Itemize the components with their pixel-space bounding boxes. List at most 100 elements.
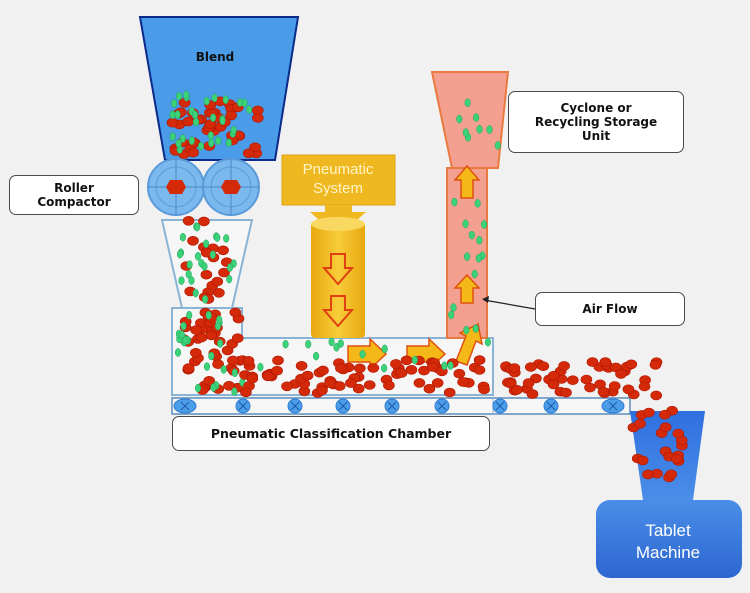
- granule: [211, 276, 224, 287]
- fine-particle: [208, 351, 215, 361]
- granule: [547, 379, 560, 390]
- fine-particle: [207, 131, 214, 140]
- granule: [240, 387, 252, 398]
- granule: [203, 375, 215, 386]
- roller-cross: [495, 401, 505, 411]
- roller-cross: [338, 401, 348, 411]
- granule: [223, 380, 235, 391]
- fine-particle: [192, 117, 200, 127]
- up-arrow-icon: [453, 273, 481, 304]
- fine-particle: [183, 90, 190, 100]
- granule: [473, 365, 486, 375]
- fine-particle: [257, 362, 264, 372]
- granule: [547, 370, 560, 381]
- granule: [584, 382, 596, 393]
- fine-particle: [472, 324, 479, 333]
- granule: [227, 355, 239, 366]
- granule: [205, 330, 218, 341]
- fine-particle: [203, 239, 210, 249]
- blend-label: Blend: [195, 50, 235, 64]
- granule: [316, 385, 328, 396]
- fine-particle: [194, 252, 202, 261]
- granule: [413, 378, 426, 388]
- fine-particle: [203, 362, 211, 371]
- fine-particle: [328, 337, 335, 347]
- label-line: Machine: [635, 543, 701, 562]
- granule: [187, 236, 199, 246]
- fine-particle: [188, 136, 195, 145]
- granule: [443, 387, 456, 398]
- granule: [597, 386, 610, 397]
- fine-particle: [211, 93, 218, 103]
- fine-particle: [197, 141, 205, 151]
- down-arrow-icon: [321, 295, 355, 328]
- granule: [166, 117, 179, 128]
- granule: [636, 455, 649, 466]
- granule: [182, 216, 195, 226]
- label-line: System: [312, 180, 363, 197]
- fine-particle: [468, 230, 475, 240]
- granule: [473, 355, 486, 365]
- granule: [182, 363, 195, 373]
- granule: [229, 307, 242, 318]
- granule: [526, 389, 539, 399]
- fine-particle: [381, 344, 388, 354]
- fine-particle: [178, 276, 185, 285]
- fine-particle: [222, 95, 229, 104]
- fine-particle: [471, 269, 478, 279]
- fine-particle: [231, 387, 238, 396]
- fine-particle: [202, 295, 209, 304]
- fine-particle: [188, 276, 195, 285]
- granule: [634, 418, 646, 429]
- fine-particle: [411, 355, 418, 365]
- air-flow-label: Air Flow: [535, 292, 685, 326]
- fine-particle: [209, 250, 216, 259]
- granule: [367, 363, 380, 373]
- granule: [190, 347, 202, 358]
- fine-particle: [474, 199, 481, 208]
- granule: [453, 368, 466, 379]
- granule: [213, 287, 225, 298]
- fine-particle: [476, 236, 483, 245]
- down-arrow-icon: [321, 253, 355, 286]
- fine-particle: [447, 361, 454, 370]
- fine-particle: [210, 113, 217, 123]
- fine-particle: [441, 361, 448, 371]
- fine-particle: [381, 363, 388, 373]
- granule: [363, 380, 376, 390]
- fine-particle: [205, 311, 212, 320]
- granule: [511, 384, 523, 395]
- fine-particle: [175, 91, 183, 101]
- granule: [262, 371, 274, 382]
- granule: [670, 454, 683, 464]
- granule: [246, 373, 259, 384]
- fine-particle: [236, 98, 244, 107]
- granule: [659, 409, 671, 420]
- granule: [182, 116, 194, 127]
- fine-particle: [282, 339, 289, 349]
- conveyor-belt: [171, 397, 631, 415]
- label-line: Unit: [581, 129, 611, 143]
- fine-particle: [226, 274, 233, 284]
- granule: [625, 359, 638, 370]
- granule: [231, 333, 244, 344]
- right-arrow-icon: [347, 337, 388, 371]
- granule: [537, 361, 550, 372]
- pointer-arrowhead-icon: [482, 296, 489, 303]
- granule: [659, 422, 672, 433]
- fine-particle: [219, 116, 226, 126]
- granule: [242, 355, 255, 366]
- granule: [242, 148, 255, 159]
- roller-cross: [180, 401, 190, 411]
- fine-particle: [185, 270, 192, 279]
- fine-particle: [456, 114, 463, 124]
- granule: [524, 362, 537, 372]
- granule: [187, 147, 199, 158]
- roller-cross: [608, 401, 618, 411]
- fine-particle: [214, 233, 221, 242]
- granule: [281, 381, 293, 392]
- roller-cross: [290, 401, 300, 411]
